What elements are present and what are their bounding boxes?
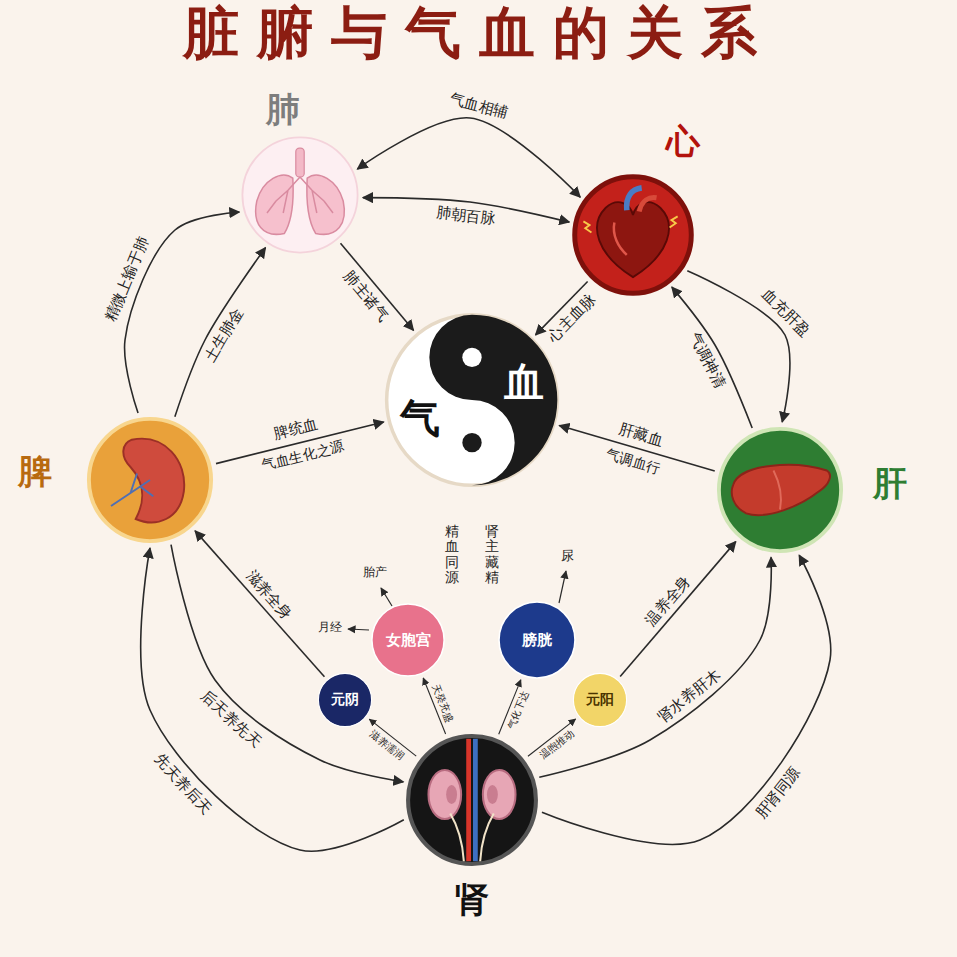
connector-label: 后天养先天 [196,686,266,751]
circle-label: 元阳 [586,692,614,707]
connector-arrow [357,118,580,197]
illustration-path [583,216,677,232]
illustration-circle [499,602,575,678]
connector-label: 肾水养肝木 [653,665,725,727]
vertical-note: 精血同源 [445,524,459,586]
connector-label: 精微上输于肺 [101,232,152,325]
illustration-path [614,223,627,255]
organ-name: 脾 [18,453,52,490]
illustration-path [732,465,830,515]
illustration-circle [318,673,371,726]
illustration-path [429,315,557,486]
illustration-path [774,471,781,510]
vertical-note: 肾主藏精 [485,524,499,586]
illustration-circle [575,177,692,294]
connector-arrow [141,548,404,851]
illustration-circle [719,429,841,551]
organ-illustration [404,732,540,868]
circle-label: 女胞宫 [386,632,431,649]
organ-name: 肝 [873,465,907,502]
illustration-ellipse [428,770,461,819]
organ-node: 肝 [715,425,845,555]
illustration-line [466,739,471,861]
illustration-rect [296,148,304,177]
illustration-circle [408,736,536,864]
organ-name: 肺 [266,91,300,128]
organ-illustration [85,415,215,545]
small-circle-node: 膀胱 [497,600,577,680]
illustration-circle [387,315,558,486]
illustration-path [123,439,184,523]
connector-label: 温煦推动 [536,726,577,762]
connector-label: 气血相辅 [446,90,512,122]
qi-blood-node: 气血 [384,312,560,488]
illustration-path [300,177,333,213]
connector-arrow [672,287,752,428]
illustration-circle [462,433,481,452]
organ-node: 心 [571,173,695,297]
connector-arrow [620,542,736,677]
outcome-label: 月经 [318,621,342,634]
illustration-circle [462,348,481,367]
leader-arrow [381,588,392,606]
organ-name: 肾 [455,881,489,918]
outcome-label: 胎产 [363,566,387,579]
illustration-circle [242,137,357,252]
qi-blood-char: 气 [400,396,440,440]
illustration-path [450,814,464,862]
illustration-circle [89,419,211,541]
outcome-label: 尿 [561,549,574,563]
illustration-path [267,177,300,213]
illustration-path [111,474,153,507]
illustration-path [307,175,344,234]
circle-label: 膀胱 [522,632,552,649]
connector-arrow [195,531,324,677]
connector-label: 血充肝盈 [757,284,814,340]
illustration-path [480,814,494,862]
connector-label: 先天养后天 [150,749,215,819]
connector-arrow [539,557,771,777]
organ-name: 心 [666,123,700,160]
connector-arrow [175,248,266,417]
organ-node: 肺 [240,135,360,255]
leader-arrow [348,629,369,630]
connector-label: 肝藏血 [615,420,667,450]
illustration-path [256,175,293,234]
leader-arrow [559,571,566,603]
connector-note: 气血生化之源 [261,439,346,474]
illustration-ellipse [446,785,457,804]
illustration-path [597,202,669,277]
illustration-path [639,198,656,212]
connector-note: 气调血行 [604,446,662,476]
illustration-circle [372,604,444,676]
qi-blood-char: 血 [504,360,544,404]
small-circle-node: 元阴 [317,672,373,728]
illustration-ellipse [487,785,498,804]
organ-illustration [715,425,845,555]
organ-illustration [571,173,695,297]
circle-label: 元阴 [331,692,359,707]
organ-node: 肾 [404,732,540,868]
diagram-title: 脏腑与气血的关系 [0,2,957,64]
small-circle-node: 女胞宫 [370,602,446,678]
illustration-line [473,739,478,861]
illustration-ellipse [483,770,516,819]
connector-label: 肺朝百脉 [433,204,498,227]
organ-illustration [240,135,360,255]
connector-arrow [171,545,403,782]
illustration-circle [573,673,626,726]
organ-node: 脾 [85,415,215,545]
small-circle-node: 元阳 [572,672,628,728]
